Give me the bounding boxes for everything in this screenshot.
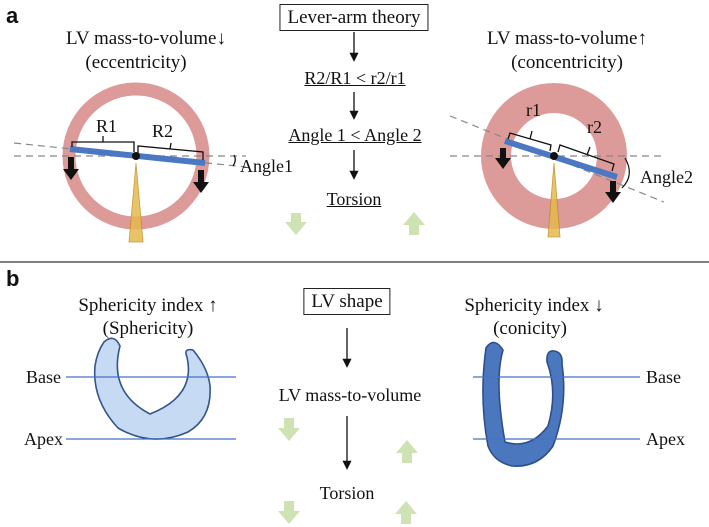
mass-volume-down-arrow xyxy=(278,418,300,441)
tilted-reference-line xyxy=(13,142,247,168)
radius-label-r1: R1 xyxy=(96,116,118,136)
angle-comparison: Angle 1 < Angle 2 xyxy=(288,125,422,145)
fulcrum-point xyxy=(132,152,140,160)
left-lever-diagram xyxy=(13,82,247,243)
radius-label-r2: R2 xyxy=(152,121,174,141)
conicity-subtitle: (conicity) xyxy=(493,318,567,339)
lever-bar xyxy=(504,138,618,180)
left-title: LV mass-to-volume↓ xyxy=(66,28,226,49)
force-arrow-left-down xyxy=(495,148,511,169)
lv-shape-box: LV shape xyxy=(303,288,391,315)
torsion-up-arrow xyxy=(403,212,425,235)
left-subtitle: (eccentricity) xyxy=(85,52,187,73)
base-label-left: Base xyxy=(26,367,61,387)
lever-arm-theory-box: Lever-arm theory xyxy=(279,4,429,31)
panel-b-label: b xyxy=(6,266,20,291)
ratio-comparison: R2/R1 < r2/r1 xyxy=(304,68,406,88)
torsion-b-up-arrow xyxy=(395,501,417,524)
apex-label-left: Apex xyxy=(24,429,63,449)
sphericity-subtitle: (Sphericity) xyxy=(102,318,194,339)
lv-conical-shape xyxy=(482,341,565,467)
torsion-label-b: Torsion xyxy=(319,483,375,503)
fulcrum-cone xyxy=(547,162,561,238)
force-arrow-left-down xyxy=(63,157,79,180)
apex-label-right: Apex xyxy=(646,429,685,449)
right-subtitle: (concentricity) xyxy=(511,52,623,73)
right-lever-diagram xyxy=(449,83,665,238)
lv-spherical-shape xyxy=(93,337,211,440)
force-arrow-right-down xyxy=(193,170,209,193)
torsion-down-arrow xyxy=(285,213,307,235)
sphericity-up-title: Sphericity index ↑ xyxy=(78,295,218,316)
panel-a-label: a xyxy=(6,3,19,28)
angle-arc-1 xyxy=(232,154,236,167)
mass-volume-up-arrow xyxy=(396,440,418,463)
sphericity-down-title: Sphericity index ↓ xyxy=(464,295,604,316)
torsion-label-a: Torsion xyxy=(326,189,382,209)
radius-label-r1-small: r1 xyxy=(526,100,541,120)
angle-label-2: Angle2 xyxy=(640,167,693,187)
fulcrum-point xyxy=(550,152,558,160)
base-label-right: Base xyxy=(646,367,681,387)
right-title: LV mass-to-volume↑ xyxy=(487,28,647,49)
tilted-reference-line xyxy=(449,115,665,203)
lv-mass-to-volume-label: LV mass-to-volume xyxy=(278,385,422,405)
torsion-b-down-arrow xyxy=(278,501,300,524)
fulcrum-cone xyxy=(128,162,144,243)
angle-arc-2 xyxy=(621,157,630,189)
force-arrow-right-down xyxy=(605,181,621,203)
radius-label-r2-small: r2 xyxy=(587,117,602,137)
angle-label-1: Angle1 xyxy=(240,156,293,176)
